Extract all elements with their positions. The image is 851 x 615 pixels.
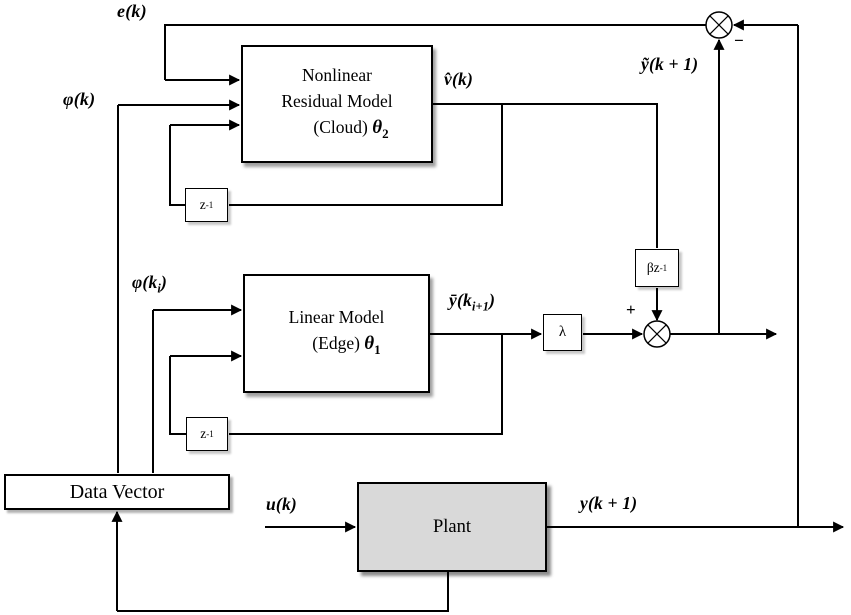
signal-label-y-tilde-k1: ỹ(k + 1) [641,54,699,74]
sum-junction-bottom [643,320,671,348]
minus-sign: − [734,31,744,50]
sum-junction-top [705,11,733,39]
wire-vhat-feedback-down [229,104,503,206]
linear-block-line1: Linear Model [288,307,385,328]
plus-sign: + [626,300,636,319]
z-inverse-delay-top: z-1 [185,188,228,222]
nonlinear-block-line2: Residual Model [281,90,393,111]
wire-e-k-feedback [164,24,706,80]
signal-label-e-k: e(k) [117,1,147,21]
nonlinear-block-line1: Nonlinear [302,64,372,85]
signal-label-v-hat-k: v̂(k) [444,69,473,89]
lambda-label: λ [558,324,567,340]
nonlinear-residual-model-block: Nonlinear Residual Model (Cloud) θ2 [241,45,433,163]
wire-ztop-out [169,125,186,206]
signal-label-y-k1: y(k + 1) [580,493,638,513]
plant-block: Plant [357,482,547,572]
wire-ybar-feedback-down [229,334,503,435]
z-inverse-delay-bottom: z-1 [186,417,228,451]
lambda-gain-block: λ [543,314,582,351]
signal-label-phi-k: φ(k) [63,89,96,109]
signal-label-u-k: u(k) [266,494,297,514]
linear-block-line2: (Edge) θ1 [312,333,381,357]
wire-plant-bottom-feedback [117,570,449,612]
signal-label-phi-ki: φ(ki) [132,272,168,296]
linear-model-block: Linear Model (Edge) θ1 [243,274,430,393]
wire-zbot-out [169,356,187,435]
data-vector-block: Data Vector [4,474,230,510]
nonlinear-block-line3: (Cloud) θ2 [313,116,389,141]
data-vector-label: Data Vector [69,480,165,503]
beta-z-inverse-block: βz-1 [635,249,679,287]
signal-label-y-bar-ki1: ȳ(ki+1) [449,290,496,314]
plant-label: Plant [432,516,472,537]
wire-vhat-out [433,103,658,248]
